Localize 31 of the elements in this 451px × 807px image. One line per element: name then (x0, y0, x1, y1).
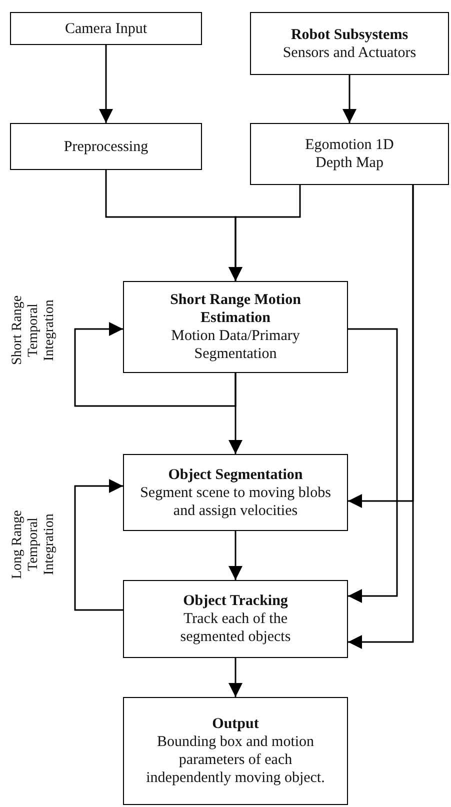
box-text: Track each of the segmented objects (179, 610, 292, 646)
arrow (348, 328, 398, 603)
arrow (228, 185, 301, 281)
box-text: Camera Input (64, 20, 148, 38)
process-box (123, 697, 348, 805)
arrow (228, 531, 242, 580)
box-text: Sensors and Actuators (282, 44, 416, 62)
arrow (348, 185, 414, 649)
box-heading: Short Range Motion Estimation (169, 291, 302, 327)
process-box (250, 123, 449, 185)
process-box (123, 580, 348, 658)
arrow (74, 479, 123, 611)
box-text: Preprocessing (64, 138, 148, 156)
process-box (10, 123, 202, 170)
box-text: Segment scene to moving blobs and assign velocities (139, 484, 332, 520)
process-box (10, 12, 202, 45)
arrow (342, 75, 356, 123)
box-heading: Robot Subsystems (290, 26, 408, 44)
box-heading: Object Segmentation (168, 466, 303, 484)
box-text: Motion Data/Primary Segmentation (170, 327, 301, 363)
process-box (123, 281, 348, 373)
arrow (74, 322, 236, 407)
box-heading: Object Tracking (183, 592, 288, 610)
arrow (228, 658, 242, 697)
arrow (228, 373, 242, 454)
process-box (250, 12, 449, 75)
process-box (123, 454, 348, 531)
box-heading: Output (212, 715, 259, 733)
box-text: Egomotion 1D Depth Map (304, 136, 395, 172)
box-text: Bounding box and motion parameters of each independently moving object. (145, 733, 326, 787)
arrow (99, 45, 113, 123)
